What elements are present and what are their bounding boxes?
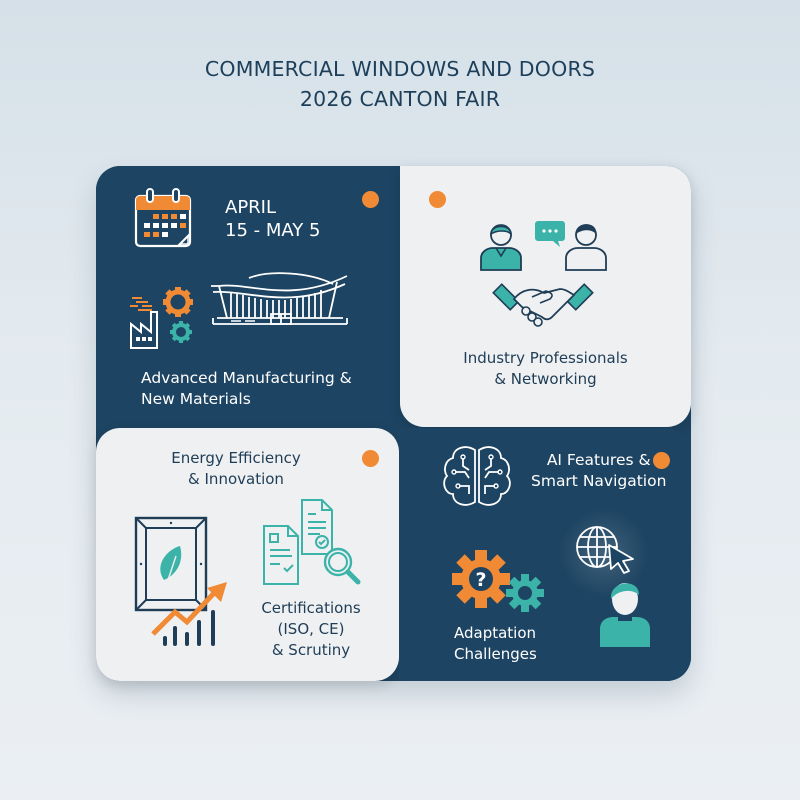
card-ai-adaptation: AI Features & Smart Navigation: [399, 428, 691, 681]
label-line-2: & Innovation: [188, 470, 284, 488]
orange-dot-icon: [653, 452, 670, 469]
growth-chart-icon: [151, 580, 231, 650]
orange-dot-icon: [362, 191, 379, 208]
orange-dot-icon: [362, 450, 379, 467]
user-icon: [596, 577, 654, 647]
card-label: AI Features & Smart Navigation: [531, 450, 666, 492]
question-gear-icon: ?: [451, 549, 551, 621]
handshake-icon: [492, 283, 594, 327]
cert-line-3: & Scrutiny: [271, 641, 351, 659]
globe-glow: [559, 508, 649, 598]
date-line-1: APRIL: [225, 197, 277, 218]
date-line-2: 15 - MAY 5: [225, 220, 321, 241]
brain-circuit-icon: [441, 444, 513, 510]
label-line-2: & Networking: [494, 370, 597, 388]
card-networking: Industry Professionals & Networking: [400, 166, 691, 427]
event-date: APRIL 15 - MAY 5: [225, 196, 320, 242]
exhibition-hall-icon: [209, 270, 351, 326]
card-dates-manufacturing: APRIL 15 - MAY 5: [96, 166, 400, 428]
svg-text:?: ?: [475, 569, 486, 591]
orange-dot-icon: [429, 191, 446, 208]
factory-gears-icon: [128, 287, 198, 350]
label-line-2: Smart Navigation: [531, 472, 667, 490]
documents-magnifier-icon: [260, 498, 364, 588]
page-title: COMMERCIAL WINDOWS AND DOORS 2026 CANTON…: [0, 54, 800, 114]
chat-bubble-icon: [535, 221, 565, 247]
card-label: Advanced Manufacturing & New Materials: [141, 368, 352, 410]
adaptation-label: Adaptation Challenges: [454, 623, 537, 665]
card-energy-certifications: Energy Efficiency & Innovation: [96, 428, 399, 681]
adapt-line-1: Adaptation: [454, 624, 537, 642]
label-line-1: AI Features &: [546, 451, 651, 469]
globe-cursor-icon: [575, 525, 639, 574]
calendar-icon: [134, 188, 192, 248]
label-line-1: Industry Professionals: [463, 349, 628, 367]
card-label: Energy Efficiency & Innovation: [156, 448, 316, 490]
label-line-1: Energy Efficiency: [171, 449, 301, 467]
certifications-label: Certifications (ISO, CE) & Scrutiny: [246, 598, 376, 661]
label-line-1: Advanced Manufacturing &: [141, 369, 352, 387]
cert-line-1: Certifications: [261, 599, 361, 617]
card-label: Industry Professionals & Networking: [400, 348, 691, 390]
networking-people-icon: [480, 215, 607, 335]
adapt-line-2: Challenges: [454, 645, 537, 663]
feature-grid: APRIL 15 - MAY 5: [96, 166, 691, 681]
cert-line-2: (ISO, CE): [277, 620, 345, 638]
title-line-2: 2026 CANTON FAIR: [299, 87, 501, 111]
title-line-1: COMMERCIAL WINDOWS AND DOORS: [204, 57, 596, 81]
label-line-2: New Materials: [141, 390, 251, 408]
window-leaf-icon: [134, 516, 210, 614]
